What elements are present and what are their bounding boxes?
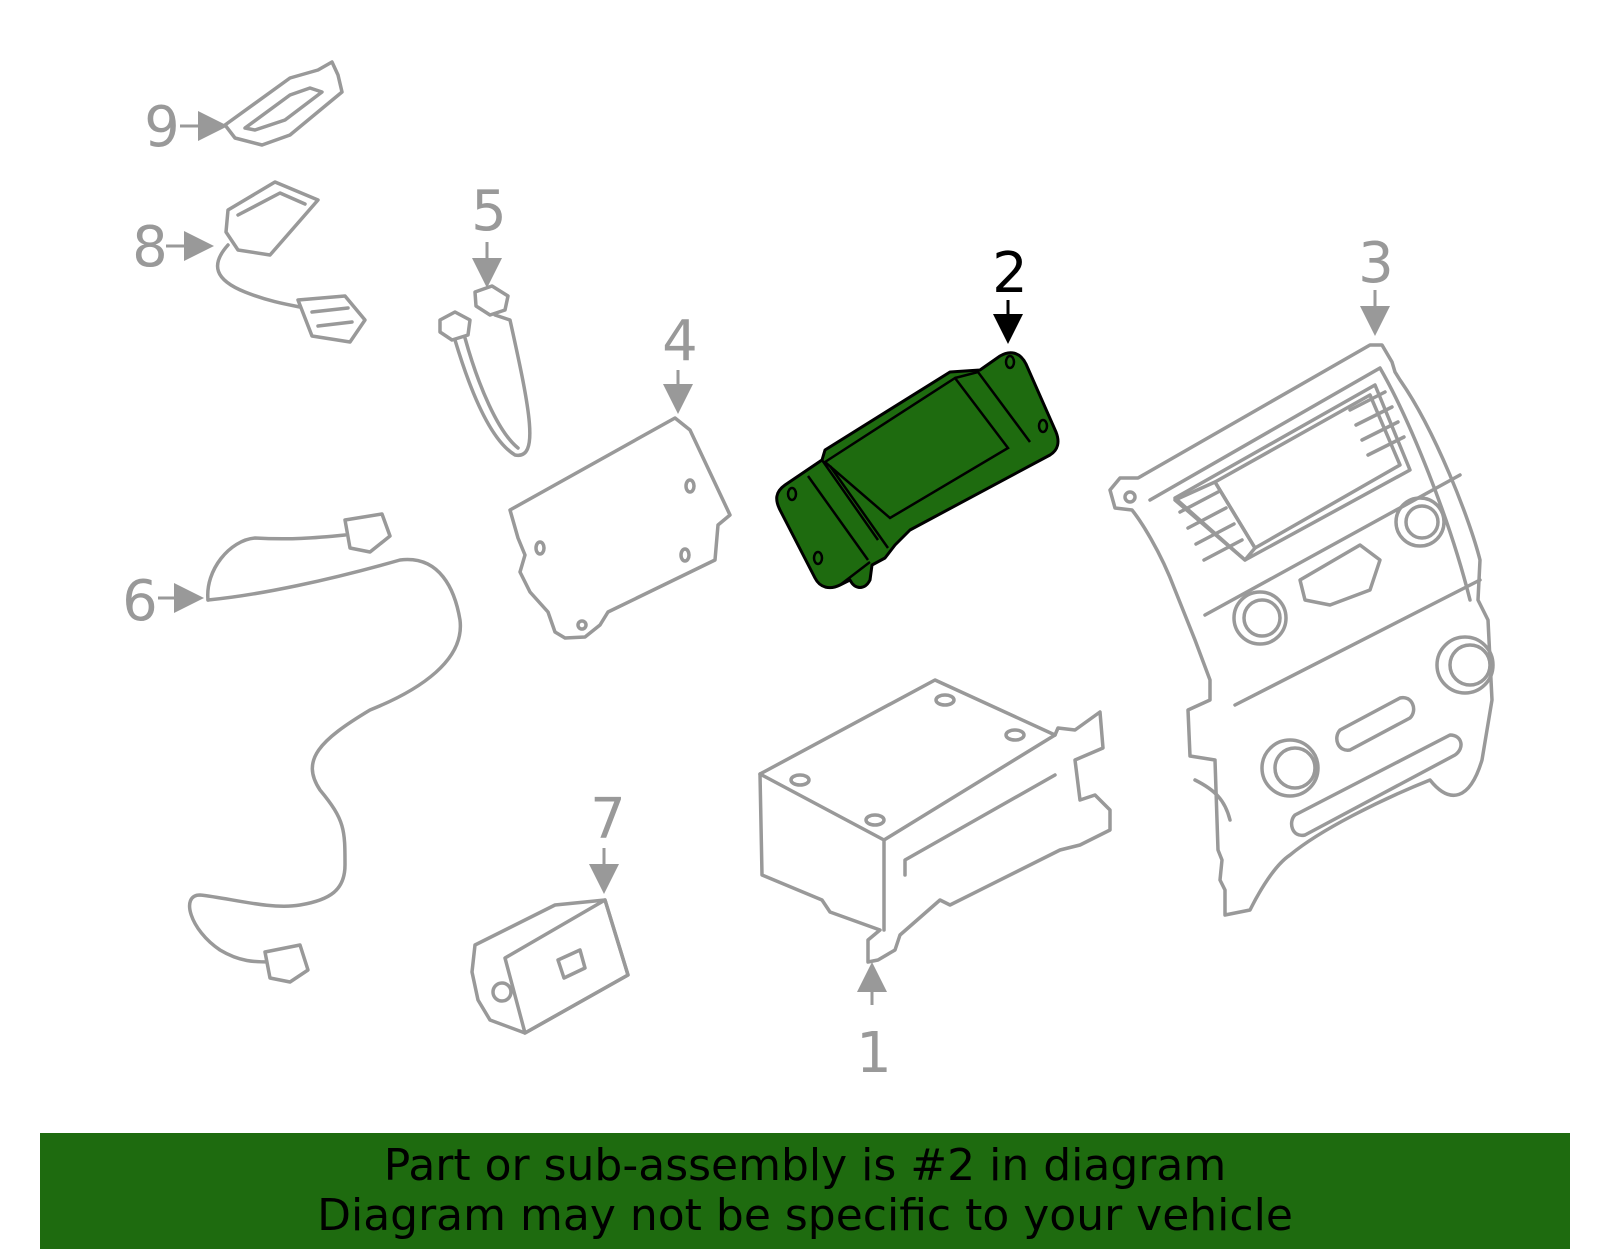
callout-8: 8 xyxy=(132,215,168,280)
part-7-usb-port[interactable] xyxy=(470,898,630,1035)
part-3-control-panel[interactable] xyxy=(1108,343,1495,917)
part-2-module-highlighted[interactable] xyxy=(775,351,1060,590)
callout-arrows xyxy=(158,111,1390,1005)
banner-line-2: Diagram may not be specific to your vehi… xyxy=(317,1190,1293,1241)
callout-7: 7 xyxy=(590,787,626,852)
part-1-radio-chassis[interactable] xyxy=(758,678,1112,964)
banner-line-1: Part or sub-assembly is #2 in diagram xyxy=(383,1140,1227,1191)
part-8-sensor-harness[interactable] xyxy=(215,180,367,344)
part-6-wiring-harness[interactable] xyxy=(188,512,463,984)
callout-6: 6 xyxy=(122,569,158,634)
callout-2: 2 xyxy=(992,241,1028,306)
part-4-bracket-plate[interactable] xyxy=(508,416,732,640)
info-banner: Part or sub-assembly is #2 in diagram Di… xyxy=(40,1133,1570,1249)
callout-3: 3 xyxy=(1358,231,1394,296)
callout-1: 1 xyxy=(856,1021,892,1086)
callout-5: 5 xyxy=(471,179,507,244)
callout-labels: 1 2 3 4 5 6 7 8 9 xyxy=(122,95,1394,1086)
callout-9: 9 xyxy=(144,95,180,160)
part-9-bracket[interactable] xyxy=(223,60,344,147)
part-5-cable[interactable] xyxy=(438,284,532,457)
callout-4: 4 xyxy=(662,309,698,374)
